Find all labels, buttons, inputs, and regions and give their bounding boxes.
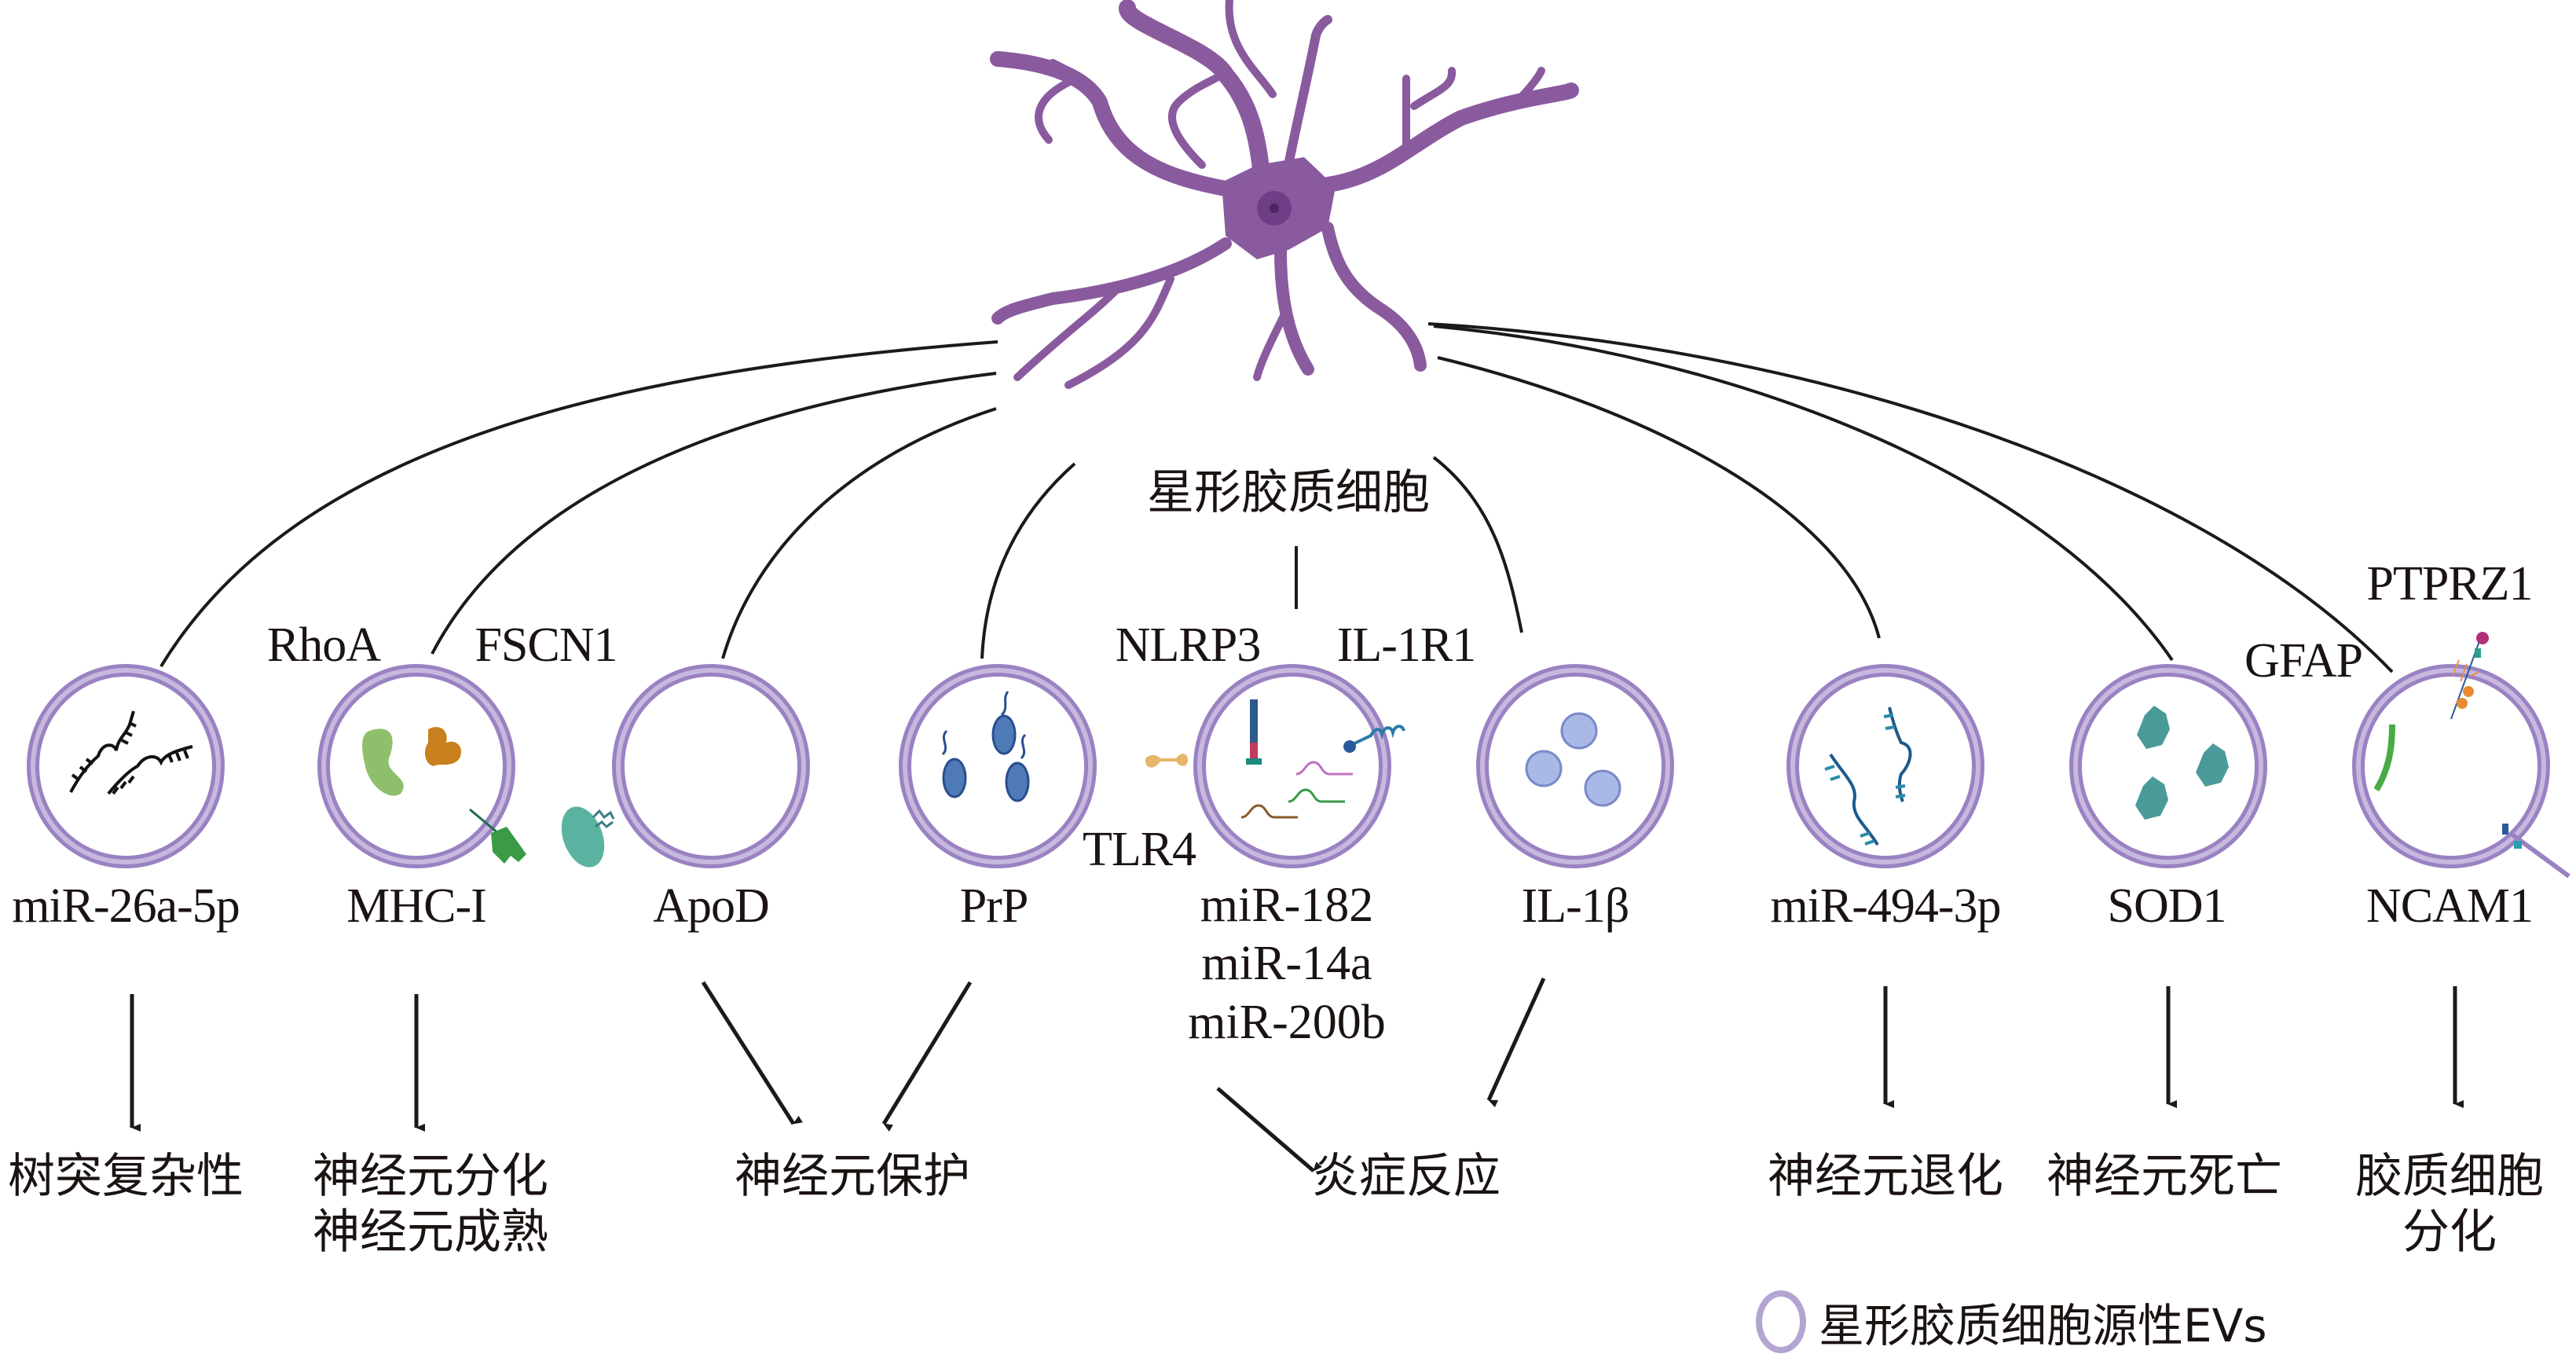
astrocyte-title: 星形胶质细胞 (1147, 465, 1430, 520)
cargo-label-mir-494-3p: miR-494-3p (1770, 879, 2001, 933)
arrow-v3 (701, 981, 803, 1125)
vesicle-mir-494-3p (1786, 664, 1984, 868)
vesicle-membrane-inner (2073, 668, 2263, 864)
vesicle-membrane-inner (321, 668, 511, 864)
legend-label: 星形胶质细胞源性EVs (1819, 1299, 2267, 1352)
vesicle-apod (612, 664, 810, 868)
apod-teal-icon (561, 806, 615, 868)
vesicle-mir-26a-5p (27, 664, 225, 868)
cargo-label-mir-182: miR-182 (1200, 879, 1374, 932)
cytokine-spheres-icon (1525, 712, 1621, 807)
arrows (130, 977, 2464, 1172)
arrow-v4 (881, 981, 973, 1132)
rna-hairpin-blue-icon (1824, 706, 1912, 846)
vesicle-membrane-inner (616, 668, 806, 864)
legend: 星形胶质细胞源性EVs (1756, 1289, 2267, 1355)
cargo-label-prp: PrP (959, 879, 1029, 933)
vesicle-membrane-inner (1790, 668, 1981, 864)
cargo-label-mhc-i: MHC-I (346, 879, 487, 933)
label-rhoa: RhoA (266, 618, 381, 672)
cargo-label-mir-26a-5p: miR-26a-5p (12, 879, 240, 933)
vesicle-mhc-i (317, 664, 515, 868)
outcome-neuroprotection: 神经元保护 (735, 1149, 970, 1204)
cargo-label-mirna-group: miR-182 miR-14a miR-200b (1188, 876, 1385, 1051)
glial-markers-icon (2373, 632, 2571, 879)
rna-hairpin-black-icon (69, 710, 193, 795)
vesicle-membrane-inner (903, 668, 1093, 864)
vesicle-mir-182 (1193, 664, 1391, 868)
inflammasome-receptor-icon (1145, 699, 1405, 819)
outcome-dendritic-complexity: 树突复杂性 (8, 1149, 244, 1204)
astrocyte-icon (990, 0, 1579, 389)
cargo-label-apod: ApoD (653, 879, 770, 933)
label-nlrp3: NLRP3 (1115, 618, 1261, 672)
sod1-enzyme-icon (2135, 706, 2229, 820)
vesicle-membrane-inner (1197, 668, 1387, 864)
outcome-neurodegeneration: 神经元退化 (1768, 1149, 2003, 1204)
cargo-label-mir-14a: miR-14a (1201, 937, 1372, 991)
vesicle-membrane-inner (31, 668, 221, 864)
cargo-label-mir-200b: miR-200b (1188, 995, 1386, 1049)
vesicle-ncam1 (2352, 664, 2550, 868)
vesicle-il-1- (1476, 664, 1674, 868)
arrow-v6 (1486, 977, 1546, 1108)
prion-protein-icon (941, 691, 1030, 802)
vesicle-sod1 (2069, 664, 2267, 868)
arrow-v5 (1216, 1087, 1322, 1172)
cargo-label-sod1: SOD1 (2107, 879, 2226, 933)
label-ptprz1: PTPRZ1 (2366, 557, 2533, 611)
astrocyte-nucleolus (1270, 204, 1279, 213)
protein-green-orange-icon (362, 727, 526, 864)
vesicle-ring-icon (1756, 1290, 1806, 1353)
vesicle-membrane-inner (1480, 668, 1670, 864)
outcome-inflammation: 炎症反应 (1312, 1149, 1501, 1204)
label-fscn1: FSCN1 (475, 618, 617, 672)
label-il-1r1: IL-1R1 (1336, 618, 1477, 672)
cargo-label-ncam1: NCAM1 (2365, 879, 2534, 933)
vesicle-prp (899, 664, 1097, 868)
outcome-glial-differentiation: 胶质细胞 分化 (2355, 1149, 2544, 1260)
cargo-label-il-1b: IL-1β (1521, 879, 1630, 933)
connector-lines (159, 322, 2394, 673)
outcome-neuron-death: 神经元死亡 (2047, 1149, 2282, 1204)
vesicle-membrane-inner (2356, 668, 2546, 864)
label-gfap: GFAP (2244, 634, 2363, 688)
label-tlr4: TLR4 (1082, 823, 1196, 876)
outcome-neuron-differentiation: 神经元分化 神经元成熟 (313, 1149, 548, 1260)
